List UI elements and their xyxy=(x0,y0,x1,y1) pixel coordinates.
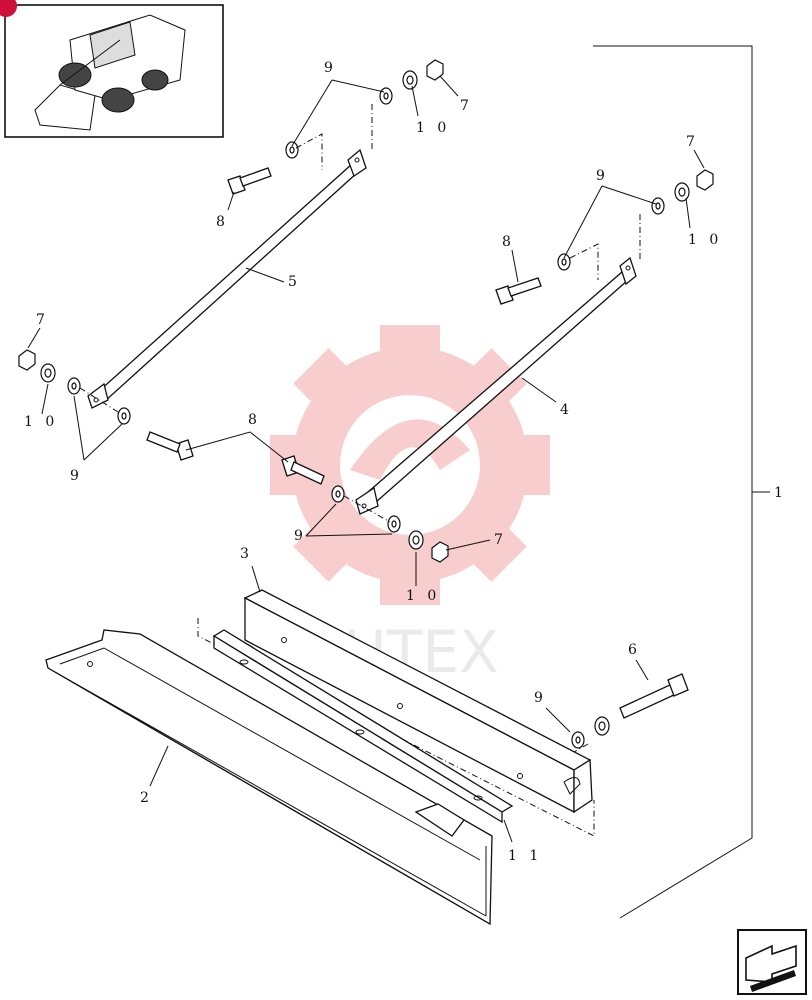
cutting-edge-2 xyxy=(45,629,493,926)
callout-7: 7 xyxy=(36,312,49,328)
callout-9: 9 xyxy=(70,468,83,484)
callout-1: 1 xyxy=(774,485,787,501)
callout-10: 1 0 xyxy=(406,588,440,604)
strap-rod-4 xyxy=(355,256,637,515)
callout-6: 6 xyxy=(628,642,641,658)
callout-5: 5 xyxy=(288,274,301,290)
callout-7: 7 xyxy=(460,98,473,114)
bolt-8-lower-left xyxy=(146,431,194,461)
thumbnail-frame xyxy=(0,0,224,138)
assembly-bracket xyxy=(593,45,770,919)
callout-9: 9 xyxy=(534,690,547,706)
next-page-arrow-icon[interactable] xyxy=(737,929,807,995)
callout-3: 3 xyxy=(240,546,253,562)
wear-strip-11 xyxy=(212,629,514,824)
skid-steer-loader-icon xyxy=(34,14,186,131)
callouts: 1 2 3 4 5 6 7 7 7 7 8 8 8 9 9 9 9 9 1 0 … xyxy=(24,60,787,864)
callout-7: 7 xyxy=(494,532,507,548)
callout-8: 8 xyxy=(216,214,229,230)
callout-8: 8 xyxy=(502,234,515,250)
callout-10: 1 0 xyxy=(24,414,58,430)
bolt-8-upper xyxy=(227,167,272,195)
bolt-6 xyxy=(619,673,689,719)
channel-beam-3 xyxy=(243,589,593,814)
callout-9: 9 xyxy=(324,60,337,76)
bolt-8-middle xyxy=(495,277,542,305)
callout-4: 4 xyxy=(560,402,573,418)
callout-10: 1 0 xyxy=(688,232,722,248)
callout-2: 2 xyxy=(140,790,153,806)
callout-9: 9 xyxy=(596,168,609,184)
thumbnail-badge xyxy=(0,0,17,17)
callout-9: 9 xyxy=(294,528,307,544)
hardware-set xyxy=(18,59,714,835)
leader-lines xyxy=(27,75,705,843)
callout-11: 1 1 xyxy=(508,848,542,864)
callout-10: 1 0 xyxy=(416,120,450,136)
callout-7: 7 xyxy=(686,134,699,150)
callout-8: 8 xyxy=(248,412,261,428)
